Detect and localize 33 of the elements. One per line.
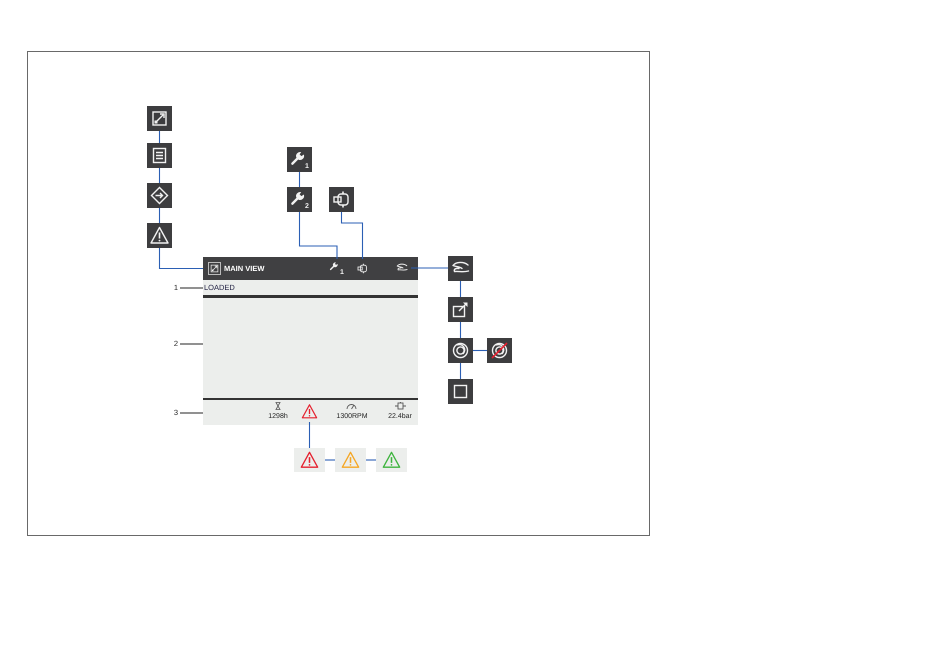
- connector-line: [460, 363, 462, 379]
- connector-line: [411, 267, 448, 269]
- warning-icon: [376, 448, 407, 472]
- hand-icon: [448, 256, 473, 281]
- motor-icon: [329, 187, 354, 212]
- rings-icon: [448, 338, 473, 363]
- warning-icon: [147, 223, 172, 248]
- leader-line: [180, 343, 203, 345]
- warning-icon: [335, 448, 366, 472]
- warning-icon: [294, 448, 325, 472]
- icon-tile: [287, 147, 312, 172]
- connector-line: [298, 172, 300, 187]
- connector-line: [158, 131, 160, 143]
- connector-line: [325, 459, 335, 461]
- icon-tile: [287, 187, 312, 212]
- connector-line: [366, 459, 376, 461]
- square-icon: [448, 379, 473, 404]
- connector-line: [460, 281, 462, 297]
- crossed-rings-icon: [487, 338, 512, 363]
- connector-line: [460, 322, 462, 338]
- view-icon: [147, 106, 172, 131]
- export-icon: [448, 297, 473, 322]
- connector-line: [298, 212, 338, 259]
- leader-line: [180, 412, 203, 414]
- list-icon: [147, 143, 172, 168]
- connector-line: [158, 168, 160, 183]
- leader-line: [180, 287, 203, 289]
- connector-line: [308, 422, 310, 448]
- connector-line: [158, 248, 203, 270]
- connector-line: [158, 208, 160, 223]
- connector-line: [340, 212, 364, 259]
- connector-line: [473, 350, 487, 352]
- header-bar: [203, 257, 418, 280]
